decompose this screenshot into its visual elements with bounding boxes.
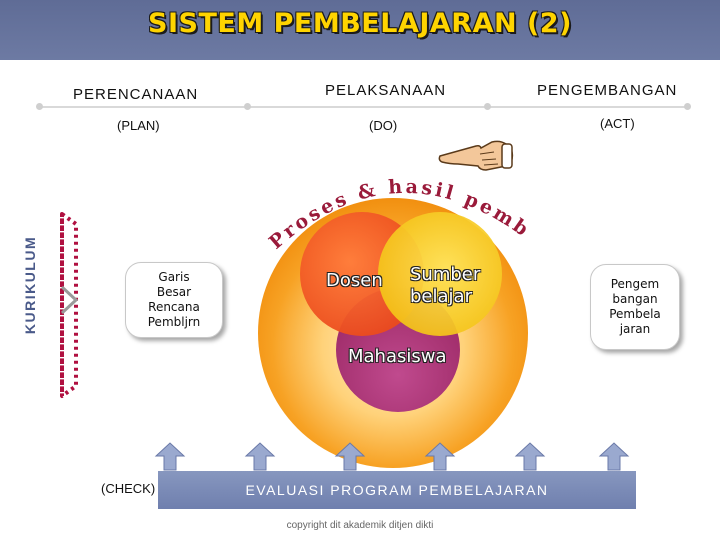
copyright-text: copyright dit akademik ditjen dikti — [286, 520, 434, 531]
plan-note-line: Besar — [156, 285, 192, 299]
act-note-line: Pengem — [610, 277, 660, 291]
title-banner — [0, 0, 720, 60]
act-note-box: Pengem bangan Pembela jaran — [590, 264, 680, 350]
stage-act-sub: (ACT) — [600, 116, 635, 131]
page-title: SISTEM PEMBELAJARAN (2) — [148, 8, 572, 39]
feedback-arrows — [154, 442, 630, 471]
venn-sumber-label: Sumber belajar — [410, 264, 480, 308]
stage-do-label: PELAKSANAAN — [325, 82, 447, 99]
evaluation-label: EVALUASI PROGRAM PEMBELAJARAN — [245, 482, 549, 498]
pointing-hand-icon — [438, 140, 514, 171]
stage-plan-sub: (PLAN) — [117, 118, 160, 133]
plan-note-box: Garis Besar Rencana Pembljrn — [125, 262, 223, 338]
timeline-dot — [484, 103, 491, 110]
timeline-dot — [244, 103, 251, 110]
venn-dosen-label: Dosen — [326, 270, 383, 291]
timeline-line — [38, 106, 690, 108]
venn-sumber-circle — [378, 212, 502, 336]
stage-act-label: PENGEMBANGAN — [537, 82, 678, 99]
evaluation-bar: EVALUASI PROGRAM PEMBELAJARAN — [158, 471, 636, 509]
timeline-dot — [684, 103, 691, 110]
plan-note-line: Garis — [158, 270, 190, 284]
kurikulum-label: KURIKULUM — [22, 235, 38, 335]
timeline-dot — [36, 103, 43, 110]
check-label: (CHECK) — [101, 481, 156, 496]
stage-do-sub: (DO) — [369, 118, 398, 133]
act-note-line: Pembela — [609, 307, 661, 321]
venn-sumber-line: belajar — [410, 286, 472, 307]
plan-note-line: Pembljrn — [147, 315, 201, 329]
act-note-line: bangan — [612, 292, 658, 306]
venn-mahasiswa-label: Mahasiswa — [348, 346, 447, 367]
stage-plan-label: PERENCANAAN — [73, 86, 199, 103]
act-note-line: jaran — [619, 322, 651, 336]
arrow-head-icon — [60, 285, 79, 315]
plan-note-line: Rencana — [148, 300, 200, 314]
venn-sumber-line: Sumber — [410, 264, 481, 285]
